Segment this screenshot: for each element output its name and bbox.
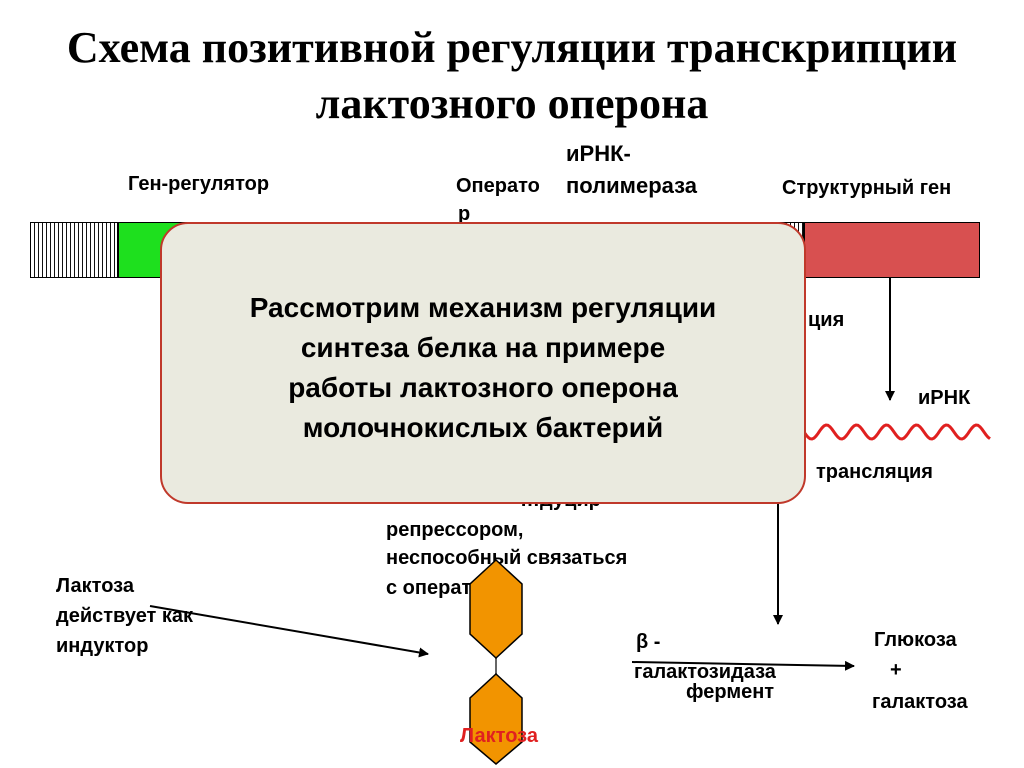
inactive-repressor-text-line1: репрессором, xyxy=(386,519,524,541)
translation-label: трансляция xyxy=(816,461,933,483)
enzyme-label: фермент xyxy=(686,681,775,703)
operator-label-line2: р xyxy=(458,203,471,225)
overlay-line2: синтеза белка на примере xyxy=(300,332,666,363)
beta-galactosidase-line2: галактозидаза xyxy=(634,661,776,683)
mrna-label: иРНК xyxy=(918,387,971,409)
glucose-line1: Глюкоза xyxy=(874,629,957,651)
inactive-repressor-text-line2: неспособный связаться xyxy=(386,547,628,569)
overlay-callout: Рассмотрим механизм регуляции синтеза бе… xyxy=(160,222,806,504)
diagram-title-line2: лактозного оперона xyxy=(315,79,709,128)
transcription-label: ция xyxy=(808,309,845,331)
overlay-line3: работы лактозного оперона xyxy=(288,372,678,403)
beta-galactosidase-line1: β - xyxy=(636,631,661,653)
lactose-hexagon-bottom xyxy=(469,672,523,765)
lactose-inducer-text-line3: индуктор xyxy=(56,635,149,657)
promoter-segment xyxy=(30,222,118,278)
rna-polymerase-label-line1: иРНК- xyxy=(566,141,631,166)
lactose-hexagon-top xyxy=(469,558,523,660)
structural-gene-segment xyxy=(804,222,980,278)
regulator-gene-label: Ген-регулятор xyxy=(128,173,270,195)
glucose-line2: + xyxy=(890,659,902,681)
lactose-inducer-text-line1: Лактоза xyxy=(56,575,134,597)
mrna-wave xyxy=(802,423,991,441)
lactose-inducer-text-line2: действует как xyxy=(56,605,194,627)
glucose-line3: галактоза xyxy=(872,691,968,713)
overlay-line4: молочнокислых бактерий xyxy=(302,412,664,443)
overlay-line1: Рассмотрим механизм регуляции xyxy=(249,292,717,323)
inducer-arrow xyxy=(149,605,429,658)
structural-gene-label: Структурный ген xyxy=(782,177,952,199)
lactose-label: Лактоза xyxy=(460,725,538,747)
diagram-title-line1: Схема позитивной регуляции транскрипции xyxy=(66,23,958,72)
operator-label-line1: Операто xyxy=(456,175,540,197)
reaction-arrow xyxy=(631,660,855,671)
rna-polymerase-label-line2: полимераза xyxy=(566,173,698,198)
